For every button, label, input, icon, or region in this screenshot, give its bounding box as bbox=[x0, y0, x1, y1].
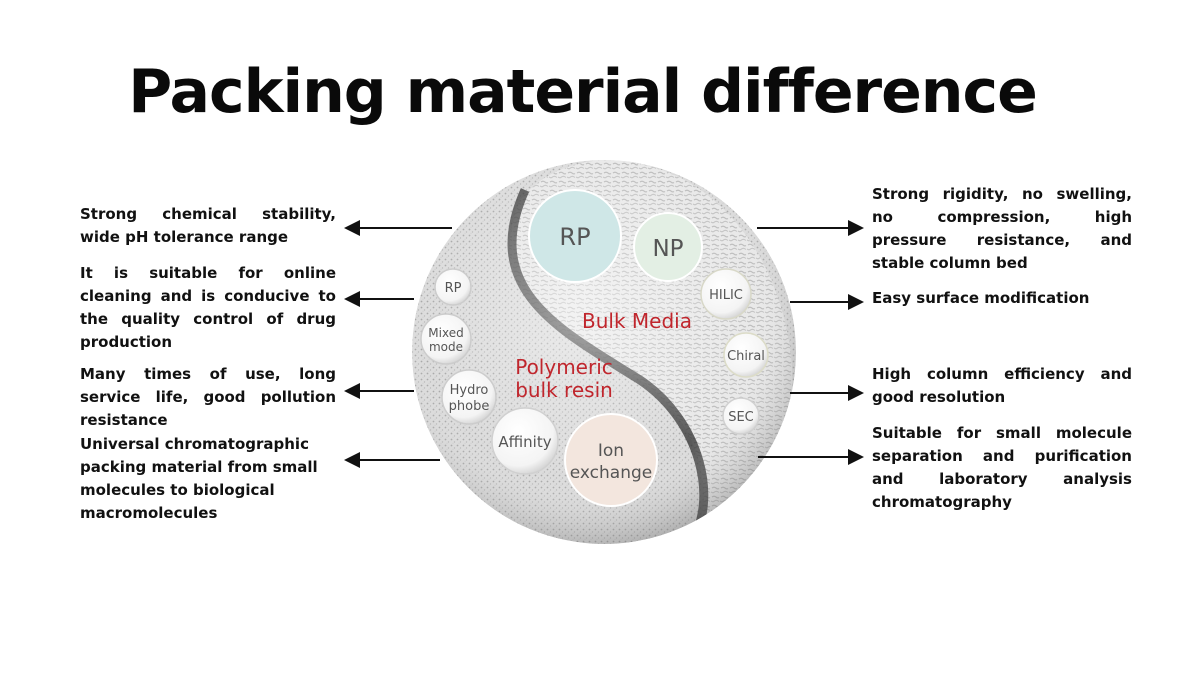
bulk-media-label: Bulk Media bbox=[582, 309, 692, 333]
svg-text:RP: RP bbox=[445, 281, 462, 296]
svg-text:Chiral: Chiral bbox=[727, 349, 765, 364]
bubble-hilic: HILIC bbox=[700, 268, 752, 320]
left-description-3: Many times of use, long service life, go… bbox=[80, 365, 336, 429]
bubble-rp-large: RP bbox=[528, 189, 622, 283]
polymeric-label-line1: Polymeric bbox=[515, 355, 613, 379]
right-description-1: Strong rigidity, no swelling, no compres… bbox=[872, 185, 1132, 272]
bubble-np: NP bbox=[633, 212, 703, 282]
svg-text:Mixed: Mixed bbox=[428, 326, 463, 340]
bubble-hydrophobe: Hydro phobe bbox=[441, 369, 497, 425]
bubble-rp-small: RP bbox=[434, 268, 472, 306]
left-description-4: Universal chromatographic packing materi… bbox=[80, 435, 318, 522]
svg-text:mode: mode bbox=[429, 340, 463, 354]
svg-text:phobe: phobe bbox=[449, 399, 490, 414]
bubble-mixed-mode: Mixed mode bbox=[420, 313, 472, 365]
right-description-2: Easy surface modification bbox=[872, 289, 1090, 307]
svg-text:HILIC: HILIC bbox=[709, 288, 743, 303]
svg-text:Ion: Ion bbox=[598, 441, 624, 461]
left-description-2: It is suitable for online cleaning and i… bbox=[80, 264, 336, 351]
svg-text:RP: RP bbox=[559, 223, 590, 251]
bubble-affinity: Affinity bbox=[491, 407, 559, 475]
svg-text:Hydro: Hydro bbox=[450, 383, 489, 398]
svg-text:NP: NP bbox=[652, 236, 683, 262]
bubble-sec: SEC bbox=[722, 397, 760, 435]
polymeric-label-line2: bulk resin bbox=[515, 378, 613, 402]
right-description-4: Suitable for small molecule separation a… bbox=[872, 424, 1132, 511]
svg-text:Affinity: Affinity bbox=[498, 433, 551, 451]
svg-text:exchange: exchange bbox=[570, 463, 653, 483]
bubble-chiral: Chiral bbox=[723, 332, 769, 378]
left-description-1: Strong chemical stability, wide pH toler… bbox=[80, 205, 336, 246]
bubble-ion-exchange: Ion exchange bbox=[564, 413, 658, 507]
svg-text:SEC: SEC bbox=[728, 410, 754, 425]
page-title: Packing material difference bbox=[128, 57, 1038, 127]
right-description-3: High column efficiency and good resoluti… bbox=[872, 365, 1132, 406]
